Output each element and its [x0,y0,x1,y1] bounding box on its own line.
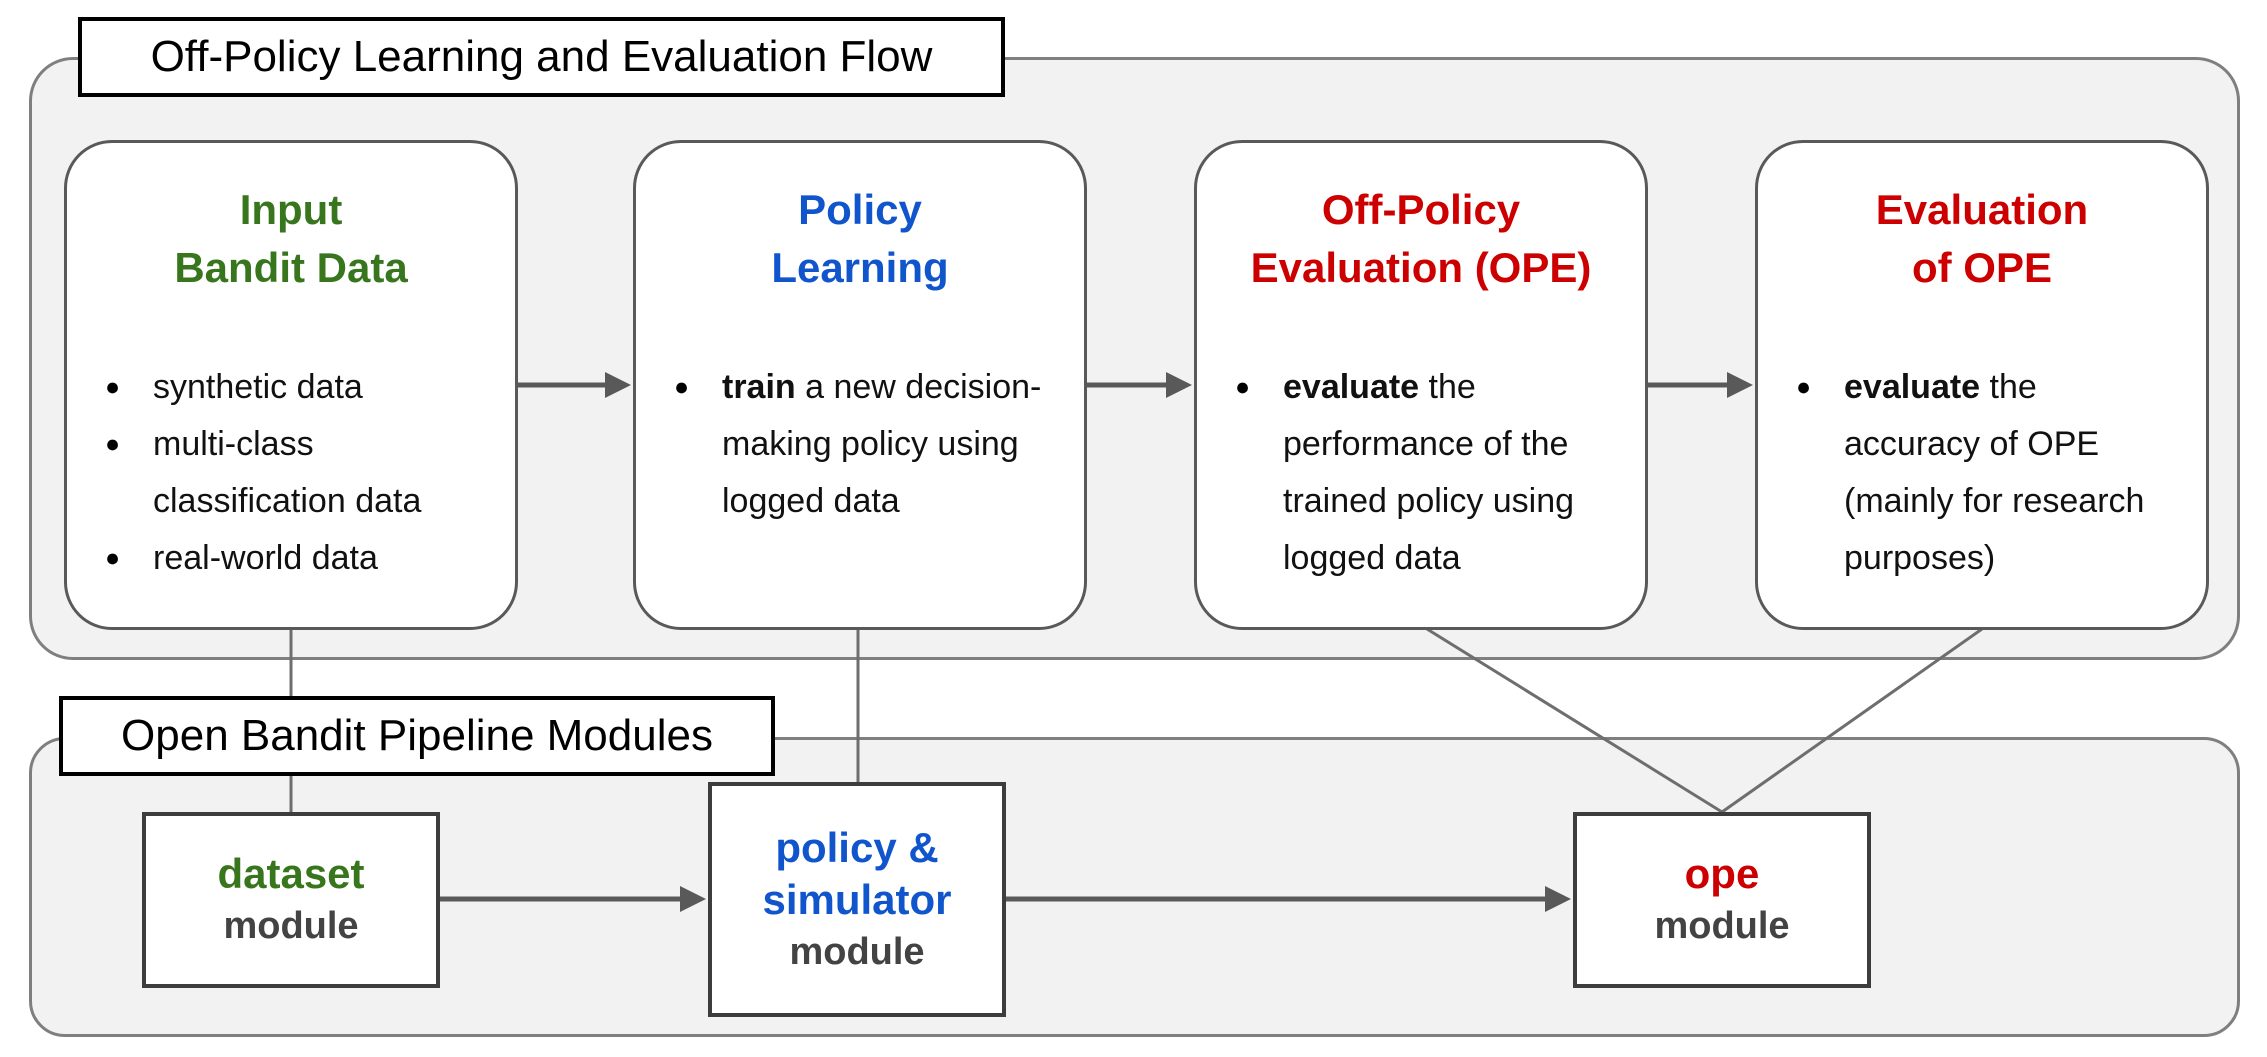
bullet-marker: ● [1235,373,1251,401]
bullet-list: ● evaluate the accuracy of OPE (mainly f… [1758,359,2206,587]
bullet-marker: ● [105,430,121,458]
bullet-list: ● train a new decision-making policy usi… [636,359,1084,530]
flow-section-title-text: Off-Policy Learning and Evaluation Flow [150,32,933,81]
module-ope: ope module [1573,812,1871,988]
module-name: ope [1684,850,1760,897]
card-title: Input Bandit Data [174,186,408,291]
module-label: module [1654,905,1790,947]
module-policy-simulator: policy & simulator module [708,782,1006,1017]
bullet-marker: ● [1796,373,1812,401]
module-name: policy & [775,823,939,871]
module-label: module [789,930,925,973]
bullet-item: ● synthetic data [105,359,489,416]
modules-section-title-text: Open Bandit Pipeline Modules [121,711,713,760]
bullet-list: ● synthetic data ● multi-class classific… [67,359,515,587]
bullet-marker: ● [674,373,690,401]
card-title: Off-Policy Evaluation (OPE) [1250,186,1592,291]
card-policy-learning: Policy Learning ● train a new decision-m… [633,140,1087,630]
bullet-marker: ● [105,544,121,572]
bullet-marker: ● [105,373,121,401]
flow-section-title: Off-Policy Learning and Evaluation Flow [78,17,1005,97]
card-title: Policy Learning [771,186,949,291]
module-dataset: dataset module [142,812,440,988]
card-title: Evaluation of OPE [1875,186,2089,291]
bullet-item: ● train a new decision-making policy usi… [674,359,1058,530]
bullet-item: ● real-world data [105,530,489,587]
module-label: module [223,905,359,947]
card-off-policy-evaluation: Off-Policy Evaluation (OPE) ● evaluate t… [1194,140,1648,630]
bullet-item: ● multi-class classification data [105,416,489,530]
module-name: simulator [762,875,952,923]
bullet-item: ● evaluate the accuracy of OPE (mainly f… [1796,359,2180,587]
modules-section-title: Open Bandit Pipeline Modules [59,696,775,776]
card-input-bandit-data: Input Bandit Data ● synthetic data ● mul… [64,140,518,630]
bullet-item: ● evaluate the performance of the traine… [1235,359,1619,587]
bullet-list: ● evaluate the performance of the traine… [1197,359,1645,587]
module-name: dataset [217,850,365,897]
card-evaluation-of-ope: Evaluation of OPE ● evaluate the accurac… [1755,140,2209,630]
